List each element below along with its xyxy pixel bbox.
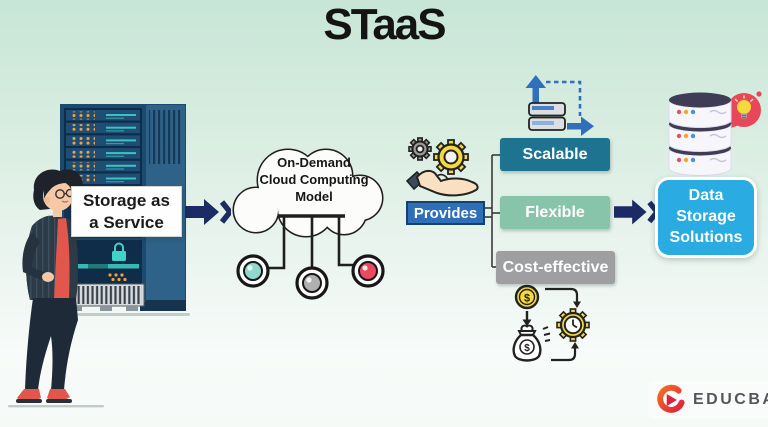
- scale-up-storage-icon: [525, 75, 594, 136]
- motion-dashes: [542, 326, 551, 342]
- feature-flexible: Flexible: [500, 196, 610, 229]
- educba-brand: EDUCBA: [648, 381, 768, 419]
- hand-with-gears-icon: [405, 137, 479, 197]
- feature-scalable: Scalable: [500, 138, 610, 171]
- result-line2: Storage: [676, 208, 736, 226]
- database-stack-icon: [668, 91, 762, 176]
- node-circle-gray: [295, 266, 329, 300]
- data-storage-solutions-box: Data Storage Solutions: [655, 177, 757, 258]
- cloud-label: On-Demand Cloud Computing Model: [244, 155, 384, 206]
- result-line3: Solutions: [669, 228, 743, 246]
- storage-label-line1: Storage as: [83, 191, 170, 211]
- lightbulb-bubble-icon: [726, 91, 762, 130]
- provides-label: Provides: [406, 201, 485, 225]
- status-leds: [108, 273, 127, 282]
- node-circle-teal: [236, 254, 270, 288]
- cloud-label-line2: Cloud Computing: [259, 171, 369, 187]
- lock-icon: [112, 242, 126, 261]
- svg-text:$: $: [524, 343, 530, 354]
- gear-clock-icon: [556, 308, 590, 342]
- cloud-label-line1: On-Demand: [277, 155, 351, 170]
- storage-stack: [528, 102, 566, 131]
- db-layer: [668, 92, 732, 128]
- feature-cost-effective: Cost-effective: [496, 251, 615, 284]
- money-time-efficiency-icon: $ $: [512, 284, 590, 362]
- rack-shadow: [58, 313, 190, 316]
- educba-logo-icon: [657, 384, 685, 413]
- arrow-right-icon: [614, 199, 658, 225]
- storage-as-a-service-label: Storage as a Service: [71, 186, 182, 237]
- hand-icon: [405, 169, 479, 197]
- cloud-icon: [232, 148, 385, 300]
- result-line1: Data: [688, 187, 724, 205]
- node-circle-red: [351, 254, 385, 288]
- large-gear-icon: [433, 139, 469, 175]
- arrow-right-icon: [185, 199, 231, 225]
- server-slats: [66, 110, 140, 184]
- page-title: STaaS: [323, 0, 446, 49]
- svg-text:$: $: [524, 293, 530, 305]
- cloud-label-line3: Model: [295, 188, 333, 204]
- person-illustration-icon: [8, 169, 104, 408]
- storage-label-line2: a Service: [89, 212, 164, 232]
- brand-name: EDUCBA: [693, 391, 768, 408]
- cloud-node-connectors: [268, 214, 353, 270]
- money-bag-icon: $: [512, 324, 542, 362]
- coin-icon: $: [514, 284, 540, 310]
- small-gear-icon: [408, 137, 432, 161]
